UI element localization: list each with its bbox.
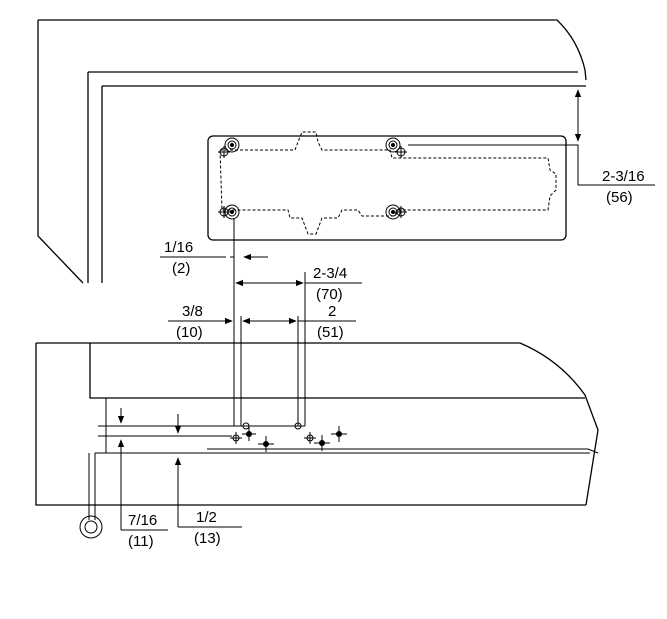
dimension-top-offset: 2-3/16 (56) [408,89,655,206]
hole-spacing-inner-metric: (51) [317,324,344,341]
vertical-left-imperial: 7/16 [128,512,157,529]
dimension-edge-offset: 3/8 (10) [168,303,233,341]
hole-extension-lines [233,218,306,426]
dimension-small-gap: 1/16 (2) [160,239,268,277]
edge-offset-imperial: 3/8 [182,303,203,320]
hole-spacing-outer-imperial: 2-3/4 [313,265,347,282]
small-gap-metric: (2) [172,260,190,277]
door-frame [37,19,587,284]
vertical-bottom-metric: (13) [194,530,221,547]
pivot-ring [79,452,150,539]
dimension-hole-spacing-inner: 2 (51) [242,303,356,341]
top-offset-metric: (56) [606,189,633,206]
screw-top-left [218,137,240,158]
top-offset-imperial: 2-3/16 [602,168,645,185]
screw-bottom-left [218,204,240,220]
hole-spacing-inner-imperial: 2 [328,303,336,320]
door-holes [230,422,347,452]
dimension-hole-spacing-outer: 2-3/4 (70) [235,265,362,303]
vertical-bottom-imperial: 1/2 [196,509,217,526]
screw-top-right [385,137,407,158]
dimension-vertical-bottom: 1/2 (13) [174,457,242,547]
small-gap-imperial: 1/16 [164,239,193,256]
edge-offset-metric: (10) [176,324,203,341]
mounting-plate [207,131,567,241]
door-body [35,342,599,506]
screw-bottom-right [385,204,407,220]
dimension-vertical-left: 7/16 (11) [117,439,168,550]
vertical-left-metric: (11) [128,533,154,550]
reference-lines [98,425,305,437]
vertical-arrows [117,408,182,434]
hole-spacing-outer-metric: (70) [316,286,343,303]
